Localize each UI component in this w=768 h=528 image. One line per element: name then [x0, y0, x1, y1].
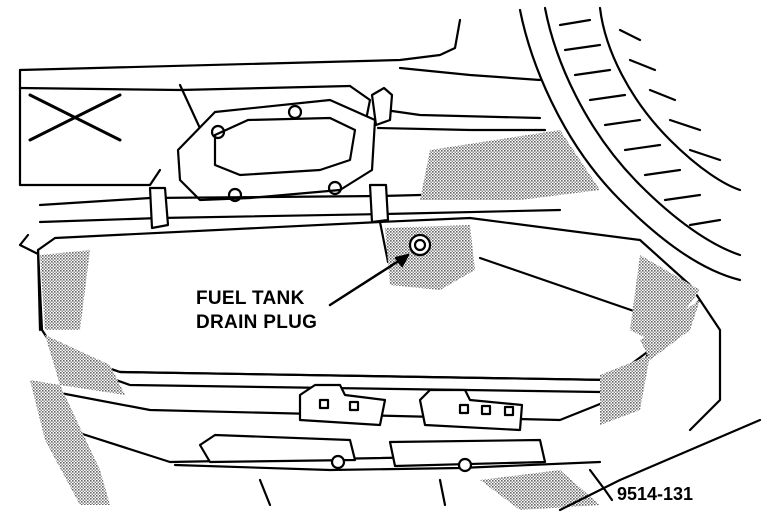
bracket-plate: [176, 98, 377, 203]
callout-line-1: FUEL TANK: [196, 288, 305, 309]
fuel-tank-drain-plug-label: FUEL TANK DRAIN PLUG: [196, 287, 317, 335]
shading: [30, 130, 700, 510]
callout-leader-line: [328, 253, 410, 307]
drain-plug: [408, 233, 432, 257]
floor-edge: [558, 298, 762, 512]
callout-line-2: DRAIN PLUG: [196, 312, 318, 333]
spare-tire: [518, 6, 742, 282]
tank-straps: [173, 383, 602, 507]
figure-id: 9514-131: [617, 484, 694, 504]
